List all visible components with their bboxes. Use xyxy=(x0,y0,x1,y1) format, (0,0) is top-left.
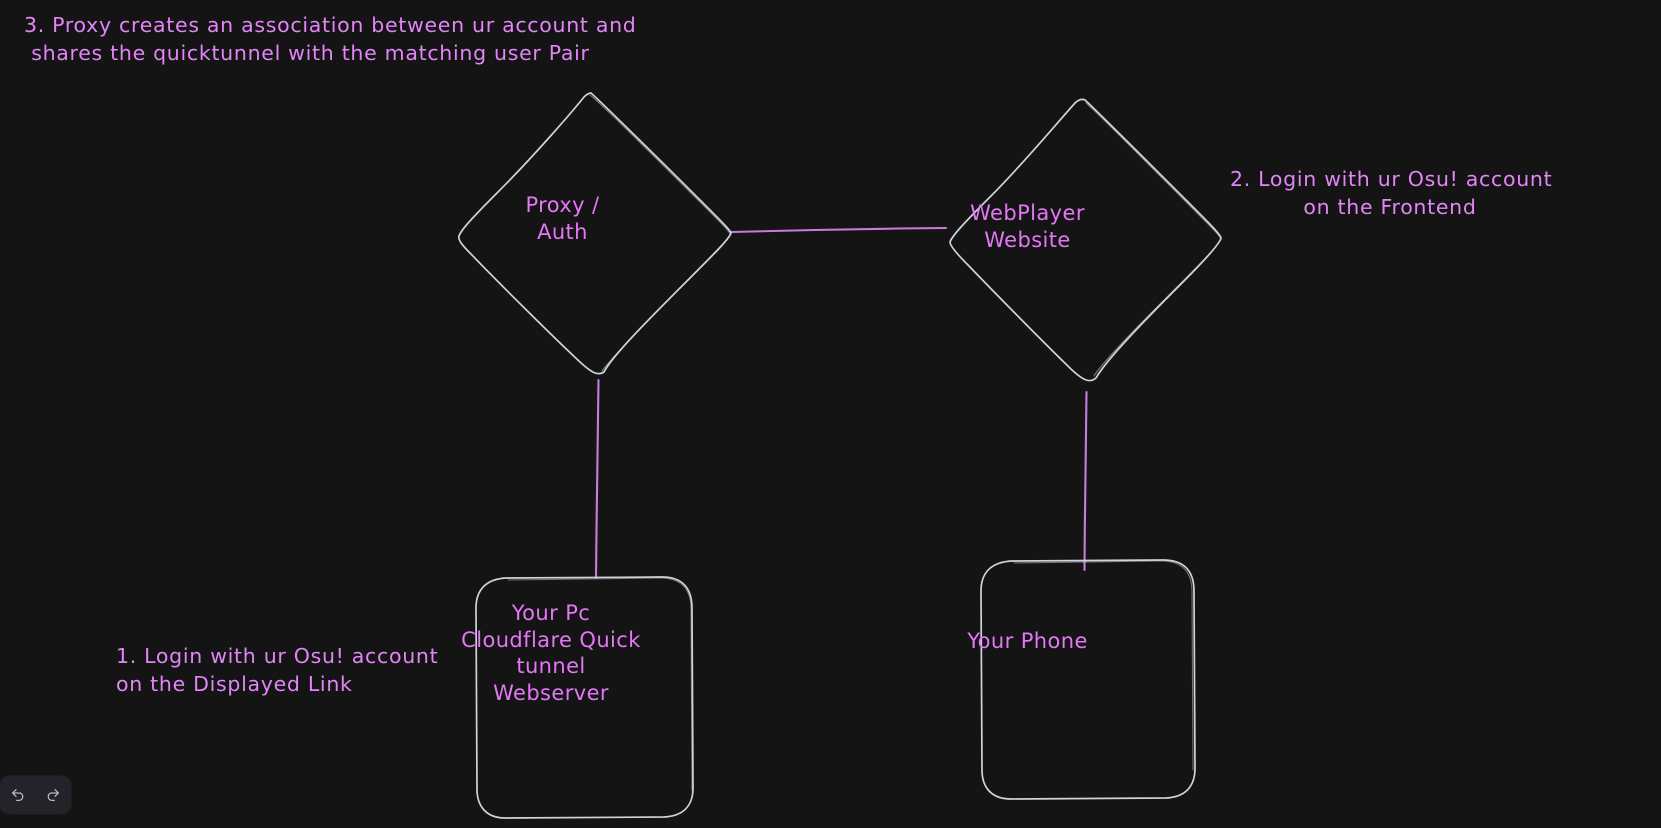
node-your-phone[interactable] xyxy=(980,559,1196,800)
annotation-step-1: 1. Login with ur Osu! account on the Dis… xyxy=(116,644,439,696)
node-label-your-phone: Your Phone xyxy=(967,629,1088,653)
connector-proxy-to-webplayer[interactable] xyxy=(729,226,948,234)
connector-proxy-to-yourpc[interactable] xyxy=(594,378,600,580)
redo-button[interactable] xyxy=(39,781,67,809)
node-your-pc[interactable] xyxy=(475,576,694,819)
history-toolbar xyxy=(0,776,71,814)
node-proxy-auth[interactable] xyxy=(458,92,732,375)
connector-webplayer-to-yourphone[interactable] xyxy=(1083,390,1088,572)
redo-arrow-icon xyxy=(45,787,61,803)
node-label-your-pc: Your Pc Cloudflare Quick tunnel Webserve… xyxy=(461,601,641,705)
node-webplayer-website[interactable] xyxy=(949,98,1222,382)
node-label-webplayer-website: WebPlayer Website xyxy=(970,201,1085,252)
annotation-step-3: 3. Proxy creates an association between … xyxy=(24,13,637,65)
node-label-proxy-auth: Proxy / Auth xyxy=(525,193,600,244)
undo-button[interactable] xyxy=(4,781,32,809)
undo-arrow-icon xyxy=(10,787,26,803)
annotation-step-2: 2. Login with ur Osu! account on the Fro… xyxy=(1230,167,1553,219)
